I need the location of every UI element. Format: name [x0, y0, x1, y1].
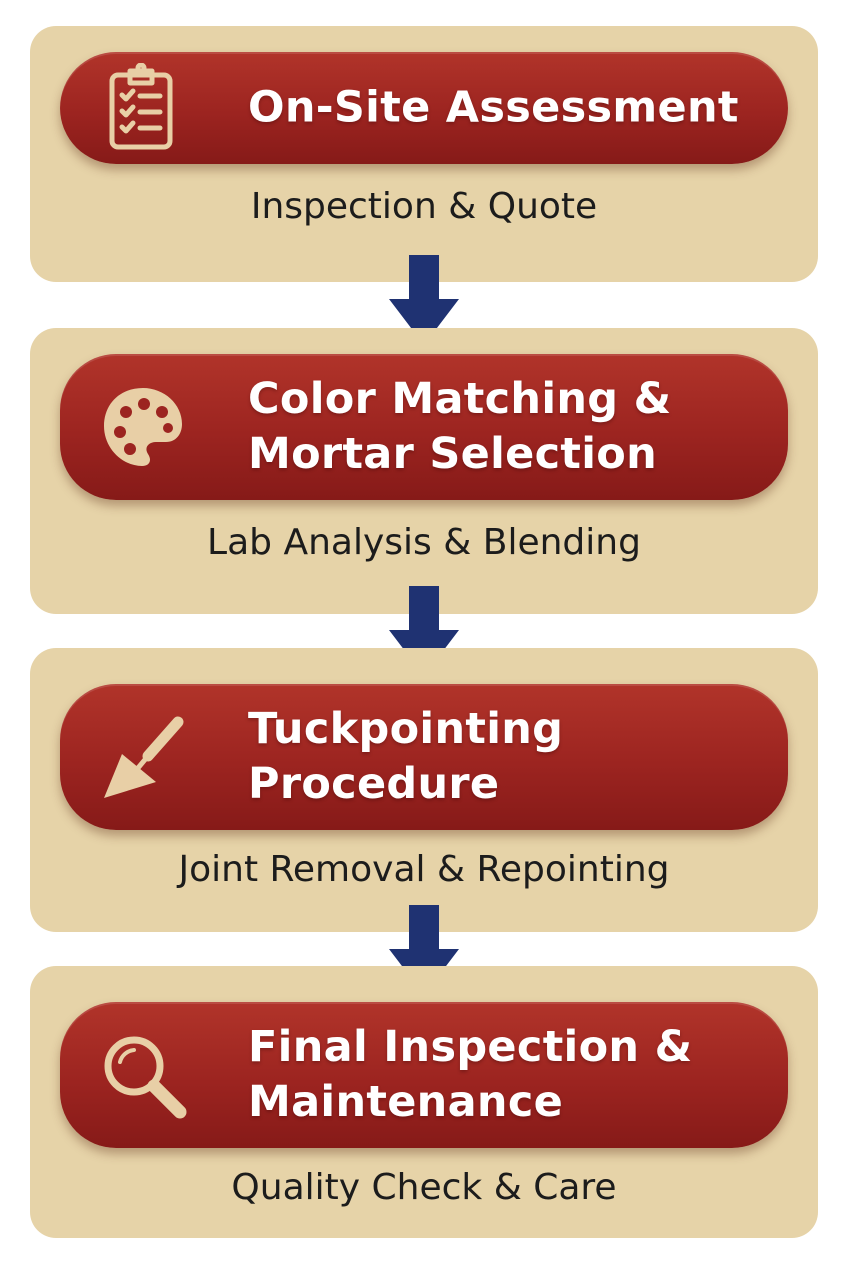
step-title-3: Tuckpointing Procedure — [248, 704, 564, 809]
step-card-2: Color Matching & Mortar Selection Lab An… — [30, 328, 818, 614]
down-arrow-icon — [389, 586, 459, 676]
step-title-2: Color Matching & Mortar Selection — [248, 374, 672, 479]
step-subtitle-4: Quality Check & Care — [231, 1167, 617, 1208]
step-subtitle-2: Lab Analysis & Blending — [207, 522, 641, 563]
step-card-1: On-Site Assessment Inspection & Quote — [30, 26, 818, 282]
magnifying-glass-icon — [98, 1030, 188, 1120]
trowel-icon — [98, 712, 188, 802]
down-arrow-icon — [389, 905, 459, 995]
step-header-1: On-Site Assessment — [60, 52, 788, 164]
step-card-4: Final Inspection & Maintenance Quality C… — [30, 966, 818, 1238]
step-subtitle-1: Inspection & Quote — [250, 186, 598, 227]
flow-arrow-2 — [389, 586, 459, 676]
flow-arrow-3 — [389, 905, 459, 995]
step-header-4: Final Inspection & Maintenance — [60, 1002, 788, 1148]
flow-arrow-1 — [389, 255, 459, 345]
step-subtitle-3: Joint Removal & Repointing — [178, 849, 670, 890]
step-card-3: Tuckpointing Procedure Joint Removal & R… — [30, 648, 818, 932]
step-title-1: On-Site Assessment — [248, 82, 739, 133]
palette-icon — [98, 382, 188, 472]
step-header-2: Color Matching & Mortar Selection — [60, 354, 788, 500]
step-title-4: Final Inspection & Maintenance — [248, 1022, 693, 1127]
clipboard-checklist-icon — [98, 63, 188, 153]
step-header-3: Tuckpointing Procedure — [60, 684, 788, 830]
down-arrow-icon — [389, 255, 459, 345]
